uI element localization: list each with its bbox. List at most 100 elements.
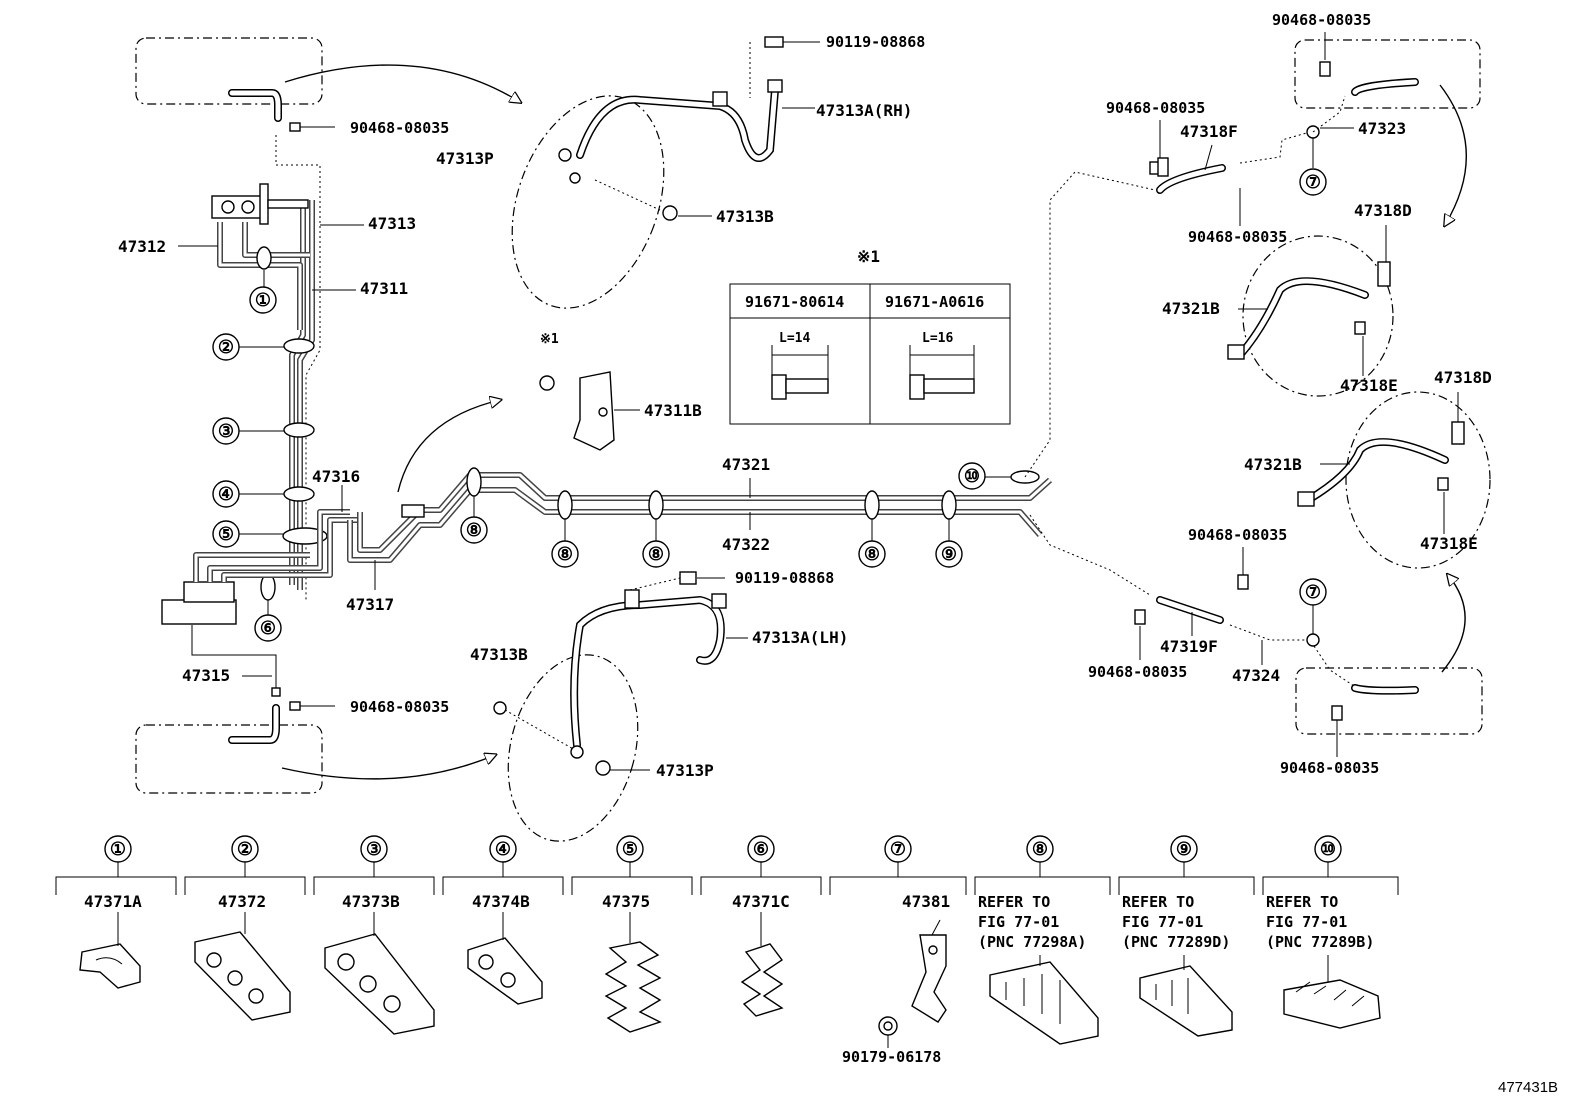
front-left-wheel-region-top xyxy=(135,37,520,132)
bolt-length-16: L=16 xyxy=(922,331,953,346)
label-90119-08868-top: 90119-08868 xyxy=(826,33,925,51)
callout-4: ④ xyxy=(218,484,234,505)
label-47321B-1: 47321B xyxy=(1162,299,1220,318)
label-90468-08035-r4: 90468-08035 xyxy=(1188,526,1287,544)
label-47322: 47322 xyxy=(722,535,770,554)
rear-right-region-bottom xyxy=(1295,391,1491,735)
callout-10: ⑩ xyxy=(964,466,980,487)
label-47316: 47316 xyxy=(312,467,360,486)
bolt-length-14: L=14 xyxy=(779,331,810,346)
legend-part-6: 47371C xyxy=(732,892,790,911)
clamp-47373B-illustration xyxy=(324,933,435,1035)
callout-8b: ⑧ xyxy=(557,544,573,565)
rear-right-region-top xyxy=(1227,39,1481,397)
bolt-reference-table xyxy=(729,283,1011,425)
label-90468-08035-left-bottom: 90468-08035 xyxy=(350,698,449,716)
label-90119-08868-bottom: 90119-08868 xyxy=(735,569,834,587)
legend-sub-7: 90179-06178 xyxy=(842,1048,941,1066)
label-47321B-2: 47321B xyxy=(1244,455,1302,474)
legend-note-10-line1: REFER TO xyxy=(1266,893,1338,911)
left-brake-pipe-bundle xyxy=(161,135,360,697)
callout-7b: ⑦ xyxy=(1305,582,1321,603)
bracket-47381-illustration xyxy=(878,919,947,1048)
legend-num-5: ⑤ xyxy=(622,839,638,860)
legend-note-9-line3: (PNC 77289D) xyxy=(1122,933,1230,951)
label-90468-08035-r6: 90468-08035 xyxy=(1280,759,1379,777)
front-lh-flex-hose-detail xyxy=(493,571,748,842)
callout-7a: ⑦ xyxy=(1305,172,1321,193)
label-47313: 47313 xyxy=(368,214,416,233)
legend-num-10: ⑩ xyxy=(1320,839,1336,860)
bolt-part-91671-80614: 91671-80614 xyxy=(745,293,844,311)
note-marker-table: ※1 xyxy=(857,247,880,266)
legend-num-7: ⑦ xyxy=(890,839,906,860)
legend-note-8-line2: FIG 77-01 xyxy=(978,913,1059,931)
callout-9: ⑨ xyxy=(941,544,957,565)
label-47318E-1: 47318E xyxy=(1340,376,1398,395)
clamp-47371A-illustration xyxy=(79,943,141,989)
label-47312: 47312 xyxy=(118,237,166,256)
front-left-wheel-region-bottom xyxy=(135,701,495,794)
legend-note-8-line1: REFER TO xyxy=(978,893,1050,911)
label-47318F: 47318F xyxy=(1180,122,1238,141)
legend-num-4: ④ xyxy=(495,839,511,860)
legend-note-10-line2: FIG 77-01 xyxy=(1266,913,1347,931)
label-47318E-2: 47318E xyxy=(1420,534,1478,553)
legend-note-8-line3: (PNC 77298A) xyxy=(978,933,1086,951)
callout-1: ① xyxy=(255,290,271,311)
label-47318D-2: 47318D xyxy=(1434,368,1492,387)
clamp-47375-illustration xyxy=(604,941,662,1033)
legend-num-9: ⑨ xyxy=(1176,839,1192,860)
clamp-pnc-77289D-illustration xyxy=(1139,965,1233,1037)
legend-num-2: ② xyxy=(237,839,253,860)
label-90468-08035-r1: 90468-08035 xyxy=(1272,11,1371,29)
clamp-pnc-77289B-illustration xyxy=(1283,955,1381,1029)
legend-num-6: ⑥ xyxy=(753,839,769,860)
bolt-part-91671-A0616: 91671-A0616 xyxy=(885,293,984,311)
label-47323: 47323 xyxy=(1358,119,1406,138)
label-47319F: 47319F xyxy=(1160,637,1218,656)
label-47318D-1: 47318D xyxy=(1354,201,1412,220)
clamp-47371C-illustration xyxy=(740,943,784,1017)
rear-brake-lines xyxy=(1024,95,1361,691)
label-47311B: 47311B xyxy=(644,401,702,420)
label-90468-08035-r3: 90468-08035 xyxy=(1188,228,1287,246)
callout-3: ③ xyxy=(218,421,234,442)
label-47321: 47321 xyxy=(722,455,770,474)
callout-2: ② xyxy=(218,337,234,358)
callout-8a: ⑧ xyxy=(466,520,482,541)
callout-8d: ⑧ xyxy=(864,544,880,565)
legend-note-10-line3: (PNC 77289B) xyxy=(1266,933,1374,951)
label-90468-08035-r5: 90468-08035 xyxy=(1088,663,1187,681)
front-rh-flex-hose-detail xyxy=(511,36,820,309)
clamp-47372-illustration xyxy=(194,931,291,1021)
callout-6: ⑥ xyxy=(260,618,276,639)
legend-part-3: 47373B xyxy=(342,892,400,911)
label-47315: 47315 xyxy=(182,666,230,685)
bracket-47311B xyxy=(397,371,640,493)
legend-part-4: 47374B xyxy=(472,892,530,911)
clamp-pnc-77298A-illustration xyxy=(989,961,1099,1045)
diagram-id: 477431B xyxy=(1498,1079,1558,1096)
legend-part-2: 47372 xyxy=(218,892,266,911)
callout-markers: ① ② ③ ④ ⑤ ⑥ ⑧ ⑧ ⑧ ⑧ ⑨ ⑩ ⑦ ⑦ xyxy=(212,168,1327,642)
legend-note-9-line1: REFER TO xyxy=(1122,893,1194,911)
label-47313A-rh: 47313A(RH) xyxy=(816,101,912,120)
legend-part-1: 47371A xyxy=(84,892,142,911)
main-brake-pipes xyxy=(341,467,1053,590)
clamp-legend: ① 47371A ② 47372 ③ 47373B ④ 47374B ⑤ 473… xyxy=(55,835,1399,1066)
note-marker-bolt: ※1 xyxy=(540,332,559,347)
label-47313B-bottom: 47313B xyxy=(470,645,528,664)
legend-num-3: ③ xyxy=(366,839,382,860)
legend-num-8: ⑧ xyxy=(1032,839,1048,860)
legend-part-7: 47381 xyxy=(902,892,950,911)
legend-note-9-line2: FIG 77-01 xyxy=(1122,913,1203,931)
label-47313P-bottom: 47313P xyxy=(656,761,714,780)
label-47313P-top: 47313P xyxy=(436,149,494,168)
callout-8c: ⑧ xyxy=(648,544,664,565)
label-47313B-top: 47313B xyxy=(716,207,774,226)
label-47313A-lh: 47313A(LH) xyxy=(752,628,848,647)
label-90468-08035-left-top: 90468-08035 xyxy=(350,119,449,137)
label-47317: 47317 xyxy=(346,595,394,614)
